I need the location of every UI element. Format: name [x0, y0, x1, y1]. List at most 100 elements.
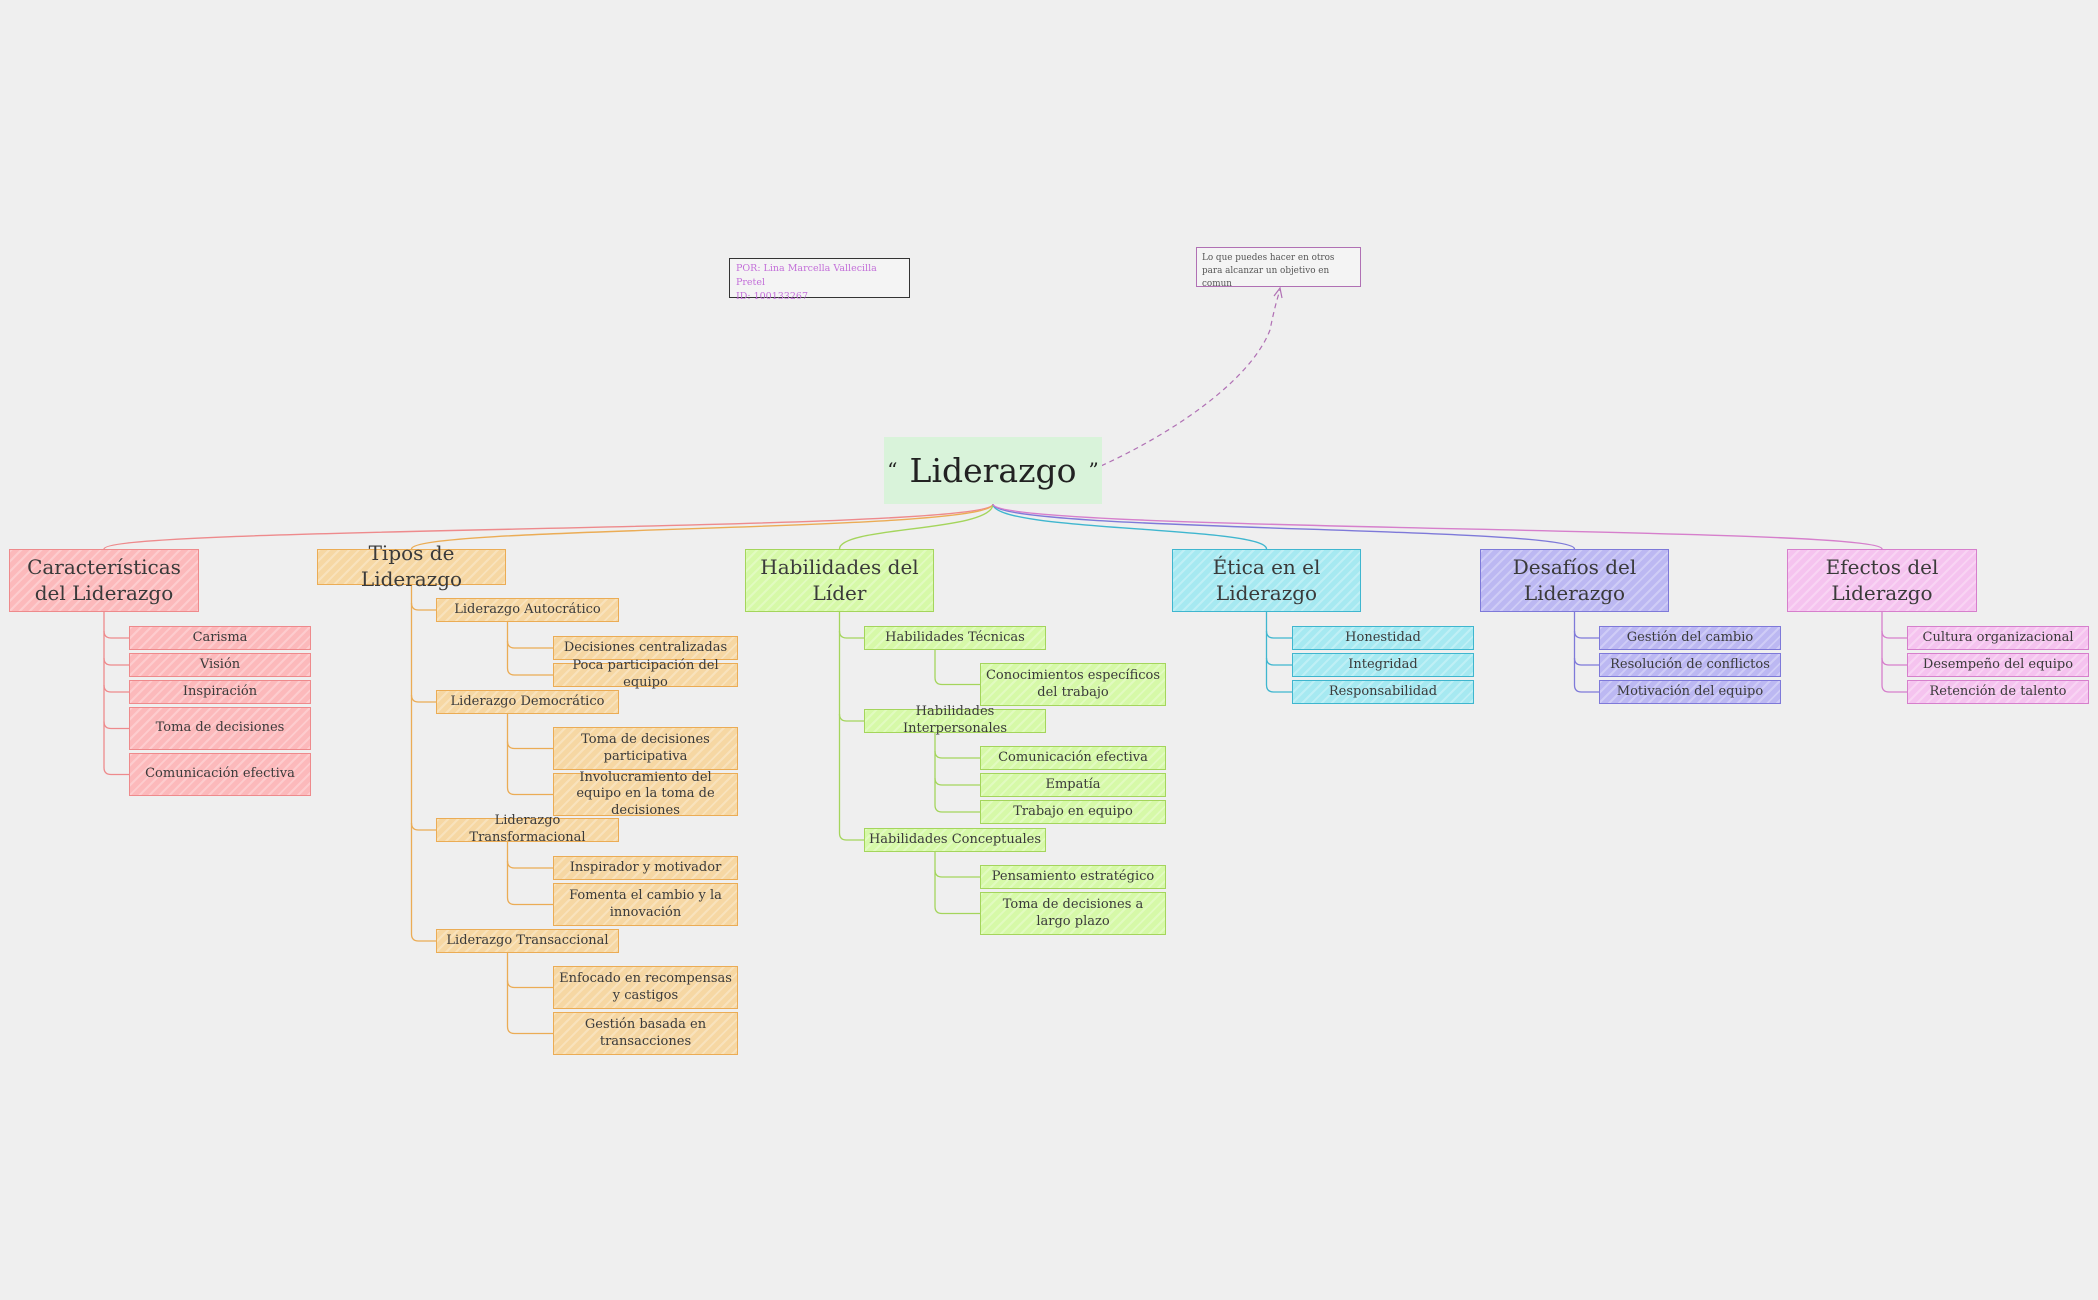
leaf-topic-label: Resolución de conflictos — [1610, 656, 1770, 672]
leaf-topic-label: Comunicación efectiva — [998, 749, 1148, 765]
leaf-topic[interactable]: Gestión basada en transacciones — [553, 1012, 738, 1055]
subtopic-label: Habilidades Interpersonales — [902, 704, 1007, 736]
leaf-topic-label: Gestión basada en transacciones — [584, 1016, 707, 1049]
leaf-topic[interactable]: Toma de decisiones a largo plazo — [980, 892, 1166, 935]
branch-topic-label: Ética en el Liderazgo — [1212, 554, 1321, 605]
leaf-topic[interactable]: Trabajo en equipo — [980, 800, 1166, 824]
leaf-topic[interactable]: Empatía — [980, 773, 1166, 797]
author-id: ID: 100133267 — [736, 290, 808, 302]
subitem-connector — [934, 733, 980, 813]
leaf-topic[interactable]: Involucramiento del equipo en la toma de… — [553, 770, 738, 818]
branch-topic[interactable]: Tipos de Liderazgo — [317, 541, 506, 591]
subtopic[interactable]: Liderazgo Transformacional — [436, 813, 619, 845]
leaf-topic[interactable]: Comunicación efectiva — [129, 753, 311, 796]
leaf-topic-label: Involucramiento del equipo en la toma de… — [576, 769, 715, 818]
close-quote: ” — [1088, 457, 1099, 482]
subitem-connector — [934, 650, 980, 686]
leaf-topic[interactable]: Inspirador y motivador — [553, 856, 738, 880]
leaf-topic-label: Desempeño del equipo — [1922, 656, 2074, 672]
leaf-topic-label: Cultura organizacional — [1922, 629, 2074, 645]
leaf-topic[interactable]: Responsabilidad — [1292, 680, 1474, 704]
leaf-topic[interactable]: Pensamiento estratégico — [980, 865, 1166, 889]
leaf-topic-label: Inspiración — [182, 683, 258, 699]
leaf-topic[interactable]: Inspiración — [129, 680, 311, 704]
arrowhead-icon — [1273, 286, 1283, 299]
leaf-topic[interactable]: Retención de talento — [1907, 680, 2089, 704]
branch-topic[interactable]: Características del Liderazgo — [9, 549, 199, 612]
definition-note[interactable]: Lo que puedes hacer en otros para alcanz… — [1196, 247, 1361, 289]
subitem-connector — [506, 622, 553, 676]
branch-topic-label: Habilidades del Líder — [760, 554, 919, 605]
subtopic[interactable]: Habilidades Interpersonales — [864, 704, 1046, 736]
leaf-topic[interactable]: Desempeño del equipo — [1907, 653, 2089, 677]
leaf-topic[interactable]: Cultura organizacional — [1907, 626, 2089, 650]
leaf-topic-label: Motivación del equipo — [1616, 683, 1764, 699]
leaf-topic[interactable]: Decisiones centralizadas — [553, 636, 738, 660]
leaf-topic[interactable]: Carisma — [129, 626, 311, 650]
leaf-topic[interactable]: Fomenta el cambio y la innovación — [553, 883, 738, 926]
leaf-topic-label: Gestión del cambio — [1626, 629, 1754, 645]
subtopic[interactable]: Liderazgo Transaccional — [436, 929, 619, 953]
subtopic-label: Habilidades Técnicas — [885, 629, 1025, 645]
leaf-topic-label: Trabajo en equipo — [1013, 803, 1133, 819]
subtopic-label: Liderazgo Transaccional — [446, 932, 609, 948]
leaf-topic[interactable]: Conocimientos específicos del trabajo — [980, 663, 1166, 706]
leaf-topic-label: Fomenta el cambio y la innovación — [569, 887, 722, 920]
subtopic[interactable]: Habilidades Técnicas — [864, 626, 1046, 650]
author-name: POR: Lina Marcella Vallecilla Pretel — [736, 263, 877, 288]
leaf-topic-label: Toma de decisiones a largo plazo — [1002, 896, 1144, 929]
item-connector — [1573, 612, 1599, 693]
subtopic-label: Liderazgo Autocrático — [454, 601, 601, 617]
branch-topic[interactable]: Efectos del Liderazgo — [1787, 549, 1977, 612]
leaf-topic[interactable]: Toma de decisiones — [129, 707, 311, 750]
branch-topic[interactable]: Ética en el Liderazgo — [1172, 549, 1361, 612]
leaf-topic-label: Retención de talento — [1929, 683, 2067, 699]
leaf-topic[interactable]: Motivación del equipo — [1599, 680, 1781, 704]
subtopic[interactable]: Liderazgo Democrático — [436, 690, 619, 714]
leaf-topic[interactable]: Toma de decisiones participativa — [553, 727, 738, 770]
author-note[interactable]: POR: Lina Marcella Vallecilla Pretel ID:… — [729, 258, 910, 302]
subtopic[interactable]: Habilidades Conceptuales — [864, 828, 1046, 852]
subtopic-label: Liderazgo Transformacional — [469, 813, 586, 845]
subitem-connector — [506, 842, 553, 906]
item-connector — [838, 612, 864, 841]
leaf-topic-label: Enfocado en recompensas y castigos — [559, 970, 732, 1003]
subtopic-label: Liderazgo Democrático — [450, 693, 605, 709]
leaf-topic-label: Poca participación del equipo — [572, 658, 719, 690]
branch-topic[interactable]: Habilidades del Líder — [745, 549, 934, 612]
leaf-topic[interactable]: Integridad — [1292, 653, 1474, 677]
definition-text: Lo que puedes hacer en otros para alcanz… — [1202, 253, 1335, 289]
leaf-topic[interactable]: Comunicación efectiva — [980, 746, 1166, 770]
leaf-topic[interactable]: Poca participación del equipo — [553, 658, 738, 690]
item-connector — [410, 585, 436, 942]
leaf-topic[interactable]: Gestión del cambio — [1599, 626, 1781, 650]
branch-topic-label: Desafíos del Liderazgo — [1512, 554, 1637, 605]
leaf-topic-label: Responsabilidad — [1328, 683, 1438, 699]
leaf-topic[interactable]: Visión — [129, 653, 311, 677]
subtopic[interactable]: Liderazgo Autocrático — [436, 598, 619, 622]
branch-topic-label: Tipos de Liderazgo — [360, 541, 463, 591]
leaf-topic[interactable]: Resolución de conflictos — [1599, 653, 1781, 677]
central-topic-title: Liderazgo — [909, 451, 1077, 490]
central-topic[interactable]: “ Liderazgo ” — [884, 437, 1102, 504]
leaf-topic-label: Integridad — [1348, 656, 1418, 672]
branch-topic-label: Características del Liderazgo — [27, 554, 181, 605]
subitem-connector — [506, 714, 553, 796]
branch-connector — [103, 503, 994, 550]
leaf-topic-label: Toma de decisiones — [155, 720, 285, 736]
branch-topic-label: Efectos del Liderazgo — [1825, 554, 1939, 605]
leaf-topic-label: Carisma — [192, 629, 248, 645]
leaf-topic[interactable]: Enfocado en recompensas y castigos — [553, 966, 738, 1009]
branch-topic[interactable]: Desafíos del Liderazgo — [1480, 549, 1669, 612]
leaf-topic[interactable]: Honestidad — [1292, 626, 1474, 650]
item-connector — [103, 612, 129, 776]
leaf-topic-label: Pensamiento estratégico — [991, 868, 1155, 884]
subitem-connector — [506, 953, 553, 1035]
branch-connector — [992, 503, 1268, 550]
leaf-topic-label: Toma de decisiones participativa — [581, 731, 710, 764]
subitem-connector — [934, 852, 980, 915]
leaf-topic-label: Conocimientos específicos del trabajo — [985, 667, 1161, 700]
subtopic-label: Habilidades Conceptuales — [868, 831, 1042, 847]
